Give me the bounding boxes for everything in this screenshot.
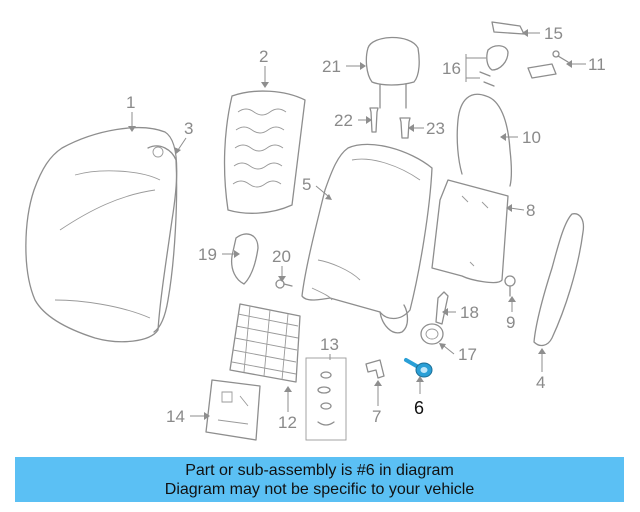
banner-line-1: Part or sub-assembly is #6 in diagram — [185, 461, 454, 479]
part-20-screw — [275, 279, 293, 289]
part-8-panel — [431, 179, 509, 284]
part-19-bracket — [230, 233, 259, 285]
part-1-seat-back-cover — [25, 127, 178, 343]
part-21-headrest — [365, 36, 420, 109]
callout-17: 17 — [458, 345, 477, 364]
part-9-clip — [504, 275, 516, 297]
callout-6: 6 — [414, 398, 424, 418]
callout-5: 5 — [302, 175, 311, 194]
callout-15: 15 — [544, 24, 563, 43]
callout-2: 2 — [259, 47, 268, 66]
callout-11: 11 — [588, 55, 606, 74]
part-7-bracket — [365, 359, 385, 379]
callout-23: 23 — [426, 119, 445, 138]
part-13-hardware-kit — [305, 357, 347, 441]
leader-lines — [128, 29, 586, 420]
part-2-cushion-pad — [223, 90, 306, 214]
part-15-knob — [491, 21, 525, 35]
callout-8: 8 — [526, 201, 535, 220]
callout-9: 9 — [506, 313, 515, 332]
callout-19: 19 — [198, 245, 217, 264]
callout-22: 22 — [334, 111, 353, 130]
callout-10: 10 — [522, 128, 541, 147]
callout-4: 4 — [536, 373, 545, 392]
callout-7: 7 — [372, 407, 381, 426]
part-16-switch — [479, 45, 509, 87]
callout-20: 20 — [272, 247, 291, 266]
callout-3: 3 — [184, 119, 193, 138]
part-5-frame — [301, 143, 433, 334]
info-banner: Part or sub-assembly is #6 in diagram Di… — [15, 457, 624, 502]
part-18-rod — [435, 291, 449, 325]
callout-1: 1 — [126, 93, 135, 112]
callout-21: 21 — [322, 57, 341, 76]
part-12-lumbar — [229, 303, 301, 383]
callout-16: 16 — [442, 59, 461, 78]
part-10-cable — [456, 93, 513, 187]
part-6-bolt — [404, 358, 433, 378]
callout-18: 18 — [460, 303, 479, 322]
part-22-guide — [369, 107, 379, 133]
part-11-screws — [527, 50, 569, 79]
part-23-guide — [399, 117, 411, 139]
part-3-pad — [147, 145, 178, 333]
banner-line-2: Diagram may not be specific to your vehi… — [164, 480, 475, 498]
parts-diagram: 1 2 3 4 5 6 7 8 9 10 11 12 13 14 15 16 1… — [25, 21, 606, 441]
part-17-knob — [420, 323, 444, 345]
callout-12: 12 — [278, 413, 297, 432]
callout-14: 14 — [166, 407, 185, 426]
part-14-support — [205, 379, 261, 441]
callout-13: 13 — [320, 335, 339, 354]
part-4-side-trim — [533, 213, 585, 347]
